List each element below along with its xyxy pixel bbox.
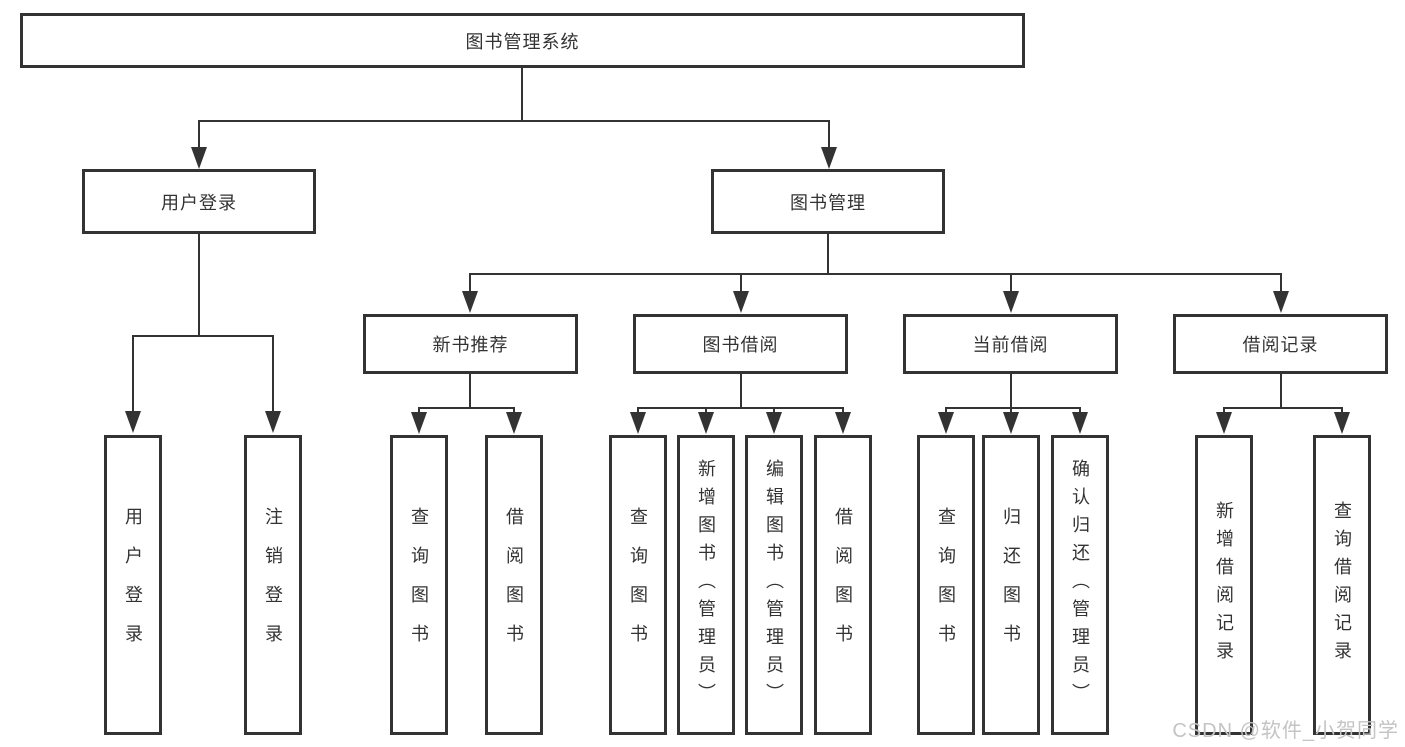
leaf-bb-add-books-admin: 新增图书（管理员） — [677, 435, 735, 735]
node-user-login-label: 用户登录 — [161, 192, 237, 213]
leaf-bb-edit-books-admin: 编辑图书（管理员） — [745, 435, 803, 735]
connector-line — [132, 335, 274, 337]
leaf-cb-query-books: 查询图书 — [917, 435, 975, 735]
arrowhead-icon — [1003, 291, 1019, 313]
connector-line — [1223, 407, 1225, 414]
arrowhead-icon — [766, 412, 782, 434]
arrowhead-icon — [630, 412, 646, 434]
node-borrowing-records-label: 借阅记录 — [1242, 335, 1319, 355]
connector-line — [637, 407, 639, 414]
connector-line — [740, 273, 742, 293]
connector-line — [418, 407, 515, 409]
connector-line — [637, 407, 844, 409]
connector-line — [842, 407, 844, 414]
leaf-bb-borrow-books: 借阅图书 — [814, 435, 872, 735]
leaf-cb-confirm-return-admin: 确认归还（管理员） — [1051, 435, 1109, 735]
leaf-nbr-query-books: 查询图书 — [390, 435, 448, 735]
connector-line — [198, 120, 830, 122]
arrowhead-icon — [1273, 291, 1289, 313]
arrowhead-icon — [191, 147, 207, 169]
node-book-management: 图书管理 — [711, 169, 945, 234]
connector-line — [945, 407, 947, 414]
arrowhead-icon — [1072, 412, 1088, 434]
node-current-borrowing-label: 当前借阅 — [972, 335, 1049, 355]
arrowhead-icon — [733, 291, 749, 313]
connector-line — [1079, 407, 1081, 414]
connector-line — [1280, 374, 1282, 407]
connector-line — [469, 273, 471, 293]
arrowhead-icon — [1216, 412, 1232, 434]
leaf-nbr-query-books-label: 查询图书 — [409, 507, 429, 663]
connector-line — [828, 120, 830, 150]
leaf-br-query-record: 查询借阅记录 — [1313, 435, 1371, 735]
node-new-book-recommend: 新书推荐 — [363, 314, 578, 374]
connector-line — [827, 234, 829, 273]
node-borrowing-records: 借阅记录 — [1173, 314, 1388, 374]
connector-line — [513, 407, 515, 414]
node-current-borrowing: 当前借阅 — [903, 314, 1118, 374]
node-book-management-label: 图书管理 — [790, 192, 866, 213]
connector-line — [132, 335, 134, 413]
node-book-borrowing: 图书借阅 — [633, 314, 848, 374]
node-library-management-system: 图书管理系统 — [20, 13, 1025, 68]
arrowhead-icon — [265, 411, 281, 433]
connector-line — [1010, 374, 1012, 407]
leaf-br-add-record-label: 新增借阅记录 — [1214, 501, 1234, 669]
leaf-cb-confirm-return-admin-label: 确认归还（管理员） — [1070, 459, 1090, 711]
leaf-cb-return-books-label: 归还图书 — [1001, 507, 1021, 663]
arrowhead-icon — [411, 412, 427, 434]
arrowhead-icon — [835, 412, 851, 434]
arrowhead-icon — [698, 412, 714, 434]
connector-line — [705, 407, 707, 414]
arrowhead-icon — [821, 147, 837, 169]
leaf-user-login: 用户登录 — [104, 435, 162, 735]
node-user-login: 用户登录 — [82, 169, 316, 234]
connector-line — [198, 234, 200, 335]
arrowhead-icon — [938, 412, 954, 434]
arrowhead-icon — [1334, 412, 1350, 434]
connector-line — [198, 120, 200, 150]
connector-line — [418, 407, 420, 414]
leaf-logout-label: 注销登录 — [263, 507, 283, 663]
leaf-user-login-label: 用户登录 — [123, 507, 143, 663]
csdn-watermark: CSDN @软件_小贺同学 — [1172, 720, 1399, 742]
leaf-br-query-record-label: 查询借阅记录 — [1332, 501, 1352, 669]
leaf-br-add-record: 新增借阅记录 — [1195, 435, 1253, 735]
connector-line — [469, 273, 1282, 275]
leaf-cb-return-books: 归还图书 — [982, 435, 1040, 735]
connector-line — [1341, 407, 1343, 414]
arrowhead-icon — [462, 291, 478, 313]
node-book-borrowing-label: 图书借阅 — [702, 335, 779, 355]
connector-line — [1280, 273, 1282, 293]
arrowhead-icon — [506, 412, 522, 434]
leaf-nbr-borrow-books: 借阅图书 — [485, 435, 543, 735]
leaf-logout: 注销登录 — [244, 435, 302, 735]
connector-line — [272, 335, 274, 413]
connector-line — [521, 68, 523, 121]
leaf-bb-add-books-admin-label: 新增图书（管理员） — [696, 459, 716, 711]
connector-line — [1010, 407, 1012, 414]
connector-line — [1223, 407, 1343, 409]
leaf-bb-query-books-label: 查询图书 — [628, 507, 648, 663]
arrowhead-icon — [125, 411, 141, 433]
leaf-bb-query-books: 查询图书 — [609, 435, 667, 735]
leaf-nbr-borrow-books-label: 借阅图书 — [504, 507, 524, 663]
connector-line — [740, 374, 742, 407]
connector-line — [469, 374, 471, 407]
leaf-bb-edit-books-admin-label: 编辑图书（管理员） — [764, 459, 784, 711]
connector-line — [1010, 273, 1012, 293]
leaf-bb-borrow-books-label: 借阅图书 — [833, 507, 853, 663]
node-library-management-system-label: 图书管理系统 — [465, 31, 580, 52]
node-new-book-recommend-label: 新书推荐 — [432, 335, 509, 355]
connector-line — [773, 407, 775, 414]
arrowhead-icon — [1003, 412, 1019, 434]
leaf-cb-query-books-label: 查询图书 — [936, 507, 956, 663]
connector-line — [945, 407, 1081, 409]
